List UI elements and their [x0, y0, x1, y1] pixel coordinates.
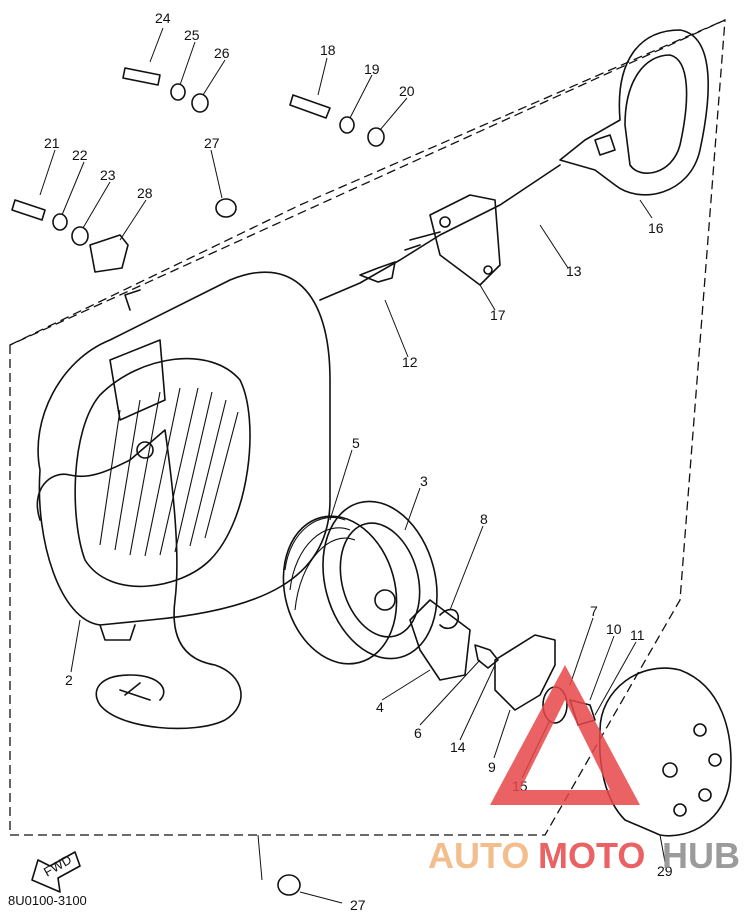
- callout-8: 8: [480, 511, 488, 527]
- ratchet: [409, 599, 471, 681]
- callout-13: 13: [566, 263, 582, 279]
- callout-17: 17: [490, 307, 506, 323]
- logo-part-moto: MOTO: [538, 835, 645, 876]
- logo-part-auto: AUTO: [428, 835, 529, 876]
- callout-24: 24: [155, 10, 171, 26]
- fwd-arrow: FWD: [31, 851, 81, 893]
- callout-11: 11: [630, 627, 645, 643]
- automotohub-logo: AUTO MOTO HUB: [428, 665, 740, 876]
- callout-16: 16: [648, 220, 664, 236]
- callout-3: 3: [420, 473, 428, 489]
- reel-assembly: [282, 500, 438, 665]
- callout-6: 6: [414, 725, 422, 741]
- callout-22: 22: [72, 147, 88, 163]
- callout-21: 21: [44, 135, 60, 151]
- seal-strip: [36, 429, 242, 730]
- callout-28: 28: [137, 185, 153, 201]
- callout-7: 7: [590, 603, 598, 619]
- callout-5: 5: [352, 435, 360, 451]
- callout-26: 26: [214, 45, 230, 61]
- assembly-boundary: [9, 18, 726, 836]
- rope-bracket: [429, 194, 501, 286]
- recoil-case: [37, 271, 331, 641]
- callout-12: 12: [402, 354, 418, 370]
- logo-part-hub: HUB: [662, 835, 740, 876]
- starter-rope: [319, 164, 561, 301]
- warning-triangle-icon: [490, 665, 640, 805]
- callout-23: 23: [100, 167, 116, 183]
- fastener-set: [11, 67, 385, 896]
- callout-9: 9: [488, 759, 496, 775]
- callout-4: 4: [376, 699, 384, 715]
- callout-14: 14: [450, 739, 466, 755]
- cam-plate: [494, 634, 556, 711]
- leader-lines: [39, 27, 666, 904]
- callout-25: 25: [184, 27, 200, 43]
- callout-20: 20: [399, 83, 415, 99]
- starter-handle: [559, 29, 709, 196]
- callout-29: 29: [657, 863, 673, 879]
- callout-18: 18: [320, 42, 336, 58]
- part-code: 8U0100-3100: [8, 893, 87, 908]
- callout-27-bottom: 27: [350, 897, 366, 913]
- callout-19: 19: [364, 61, 380, 77]
- callout-2: 2: [65, 672, 73, 688]
- assembly-boundary-inner: [9, 19, 726, 346]
- callout-27-top: 27: [204, 135, 220, 151]
- callout-10: 10: [606, 621, 622, 637]
- starter-pulley: [598, 667, 732, 837]
